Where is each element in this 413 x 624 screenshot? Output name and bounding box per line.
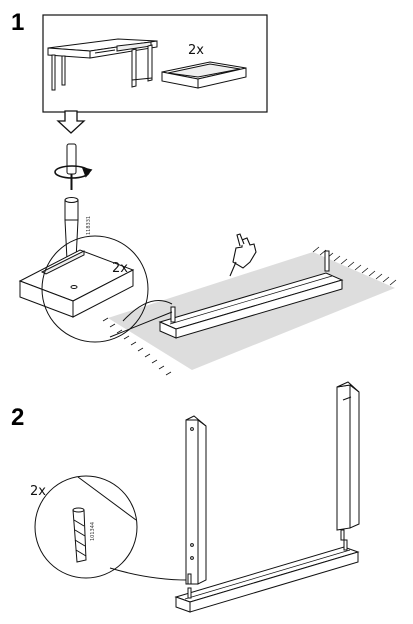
dowel-closeup (72, 507, 87, 563)
step-1-part-number: 118331 (86, 215, 92, 235)
step1-inset-box (42, 14, 268, 113)
step-1-number: 1 (11, 9, 25, 36)
board-corner-closeup (18, 249, 135, 318)
hand-pointing-icon (229, 233, 257, 277)
rotate-clockwise-icon (54, 165, 93, 179)
step-2-part-number: 101344 (90, 521, 96, 541)
desk-illustration (47, 38, 158, 91)
board-on-rug (158, 250, 344, 339)
step-2-number: 2 (11, 404, 25, 431)
down-arrow-icon (56, 110, 86, 134)
step-2-callout-quantity: 2x (30, 484, 46, 499)
step-1-callout-quantity: 2x (112, 261, 128, 276)
left-leg-panel (185, 415, 207, 585)
bottom-board (174, 539, 360, 613)
step1-magnifier-callout (41, 235, 173, 343)
screwdriver-icon (66, 143, 77, 190)
drawer-illustration (161, 61, 247, 89)
step-1-inset-quantity: 2x (188, 43, 204, 58)
right-leg-panel (336, 381, 360, 541)
step2-magnifier-callout (34, 475, 189, 581)
